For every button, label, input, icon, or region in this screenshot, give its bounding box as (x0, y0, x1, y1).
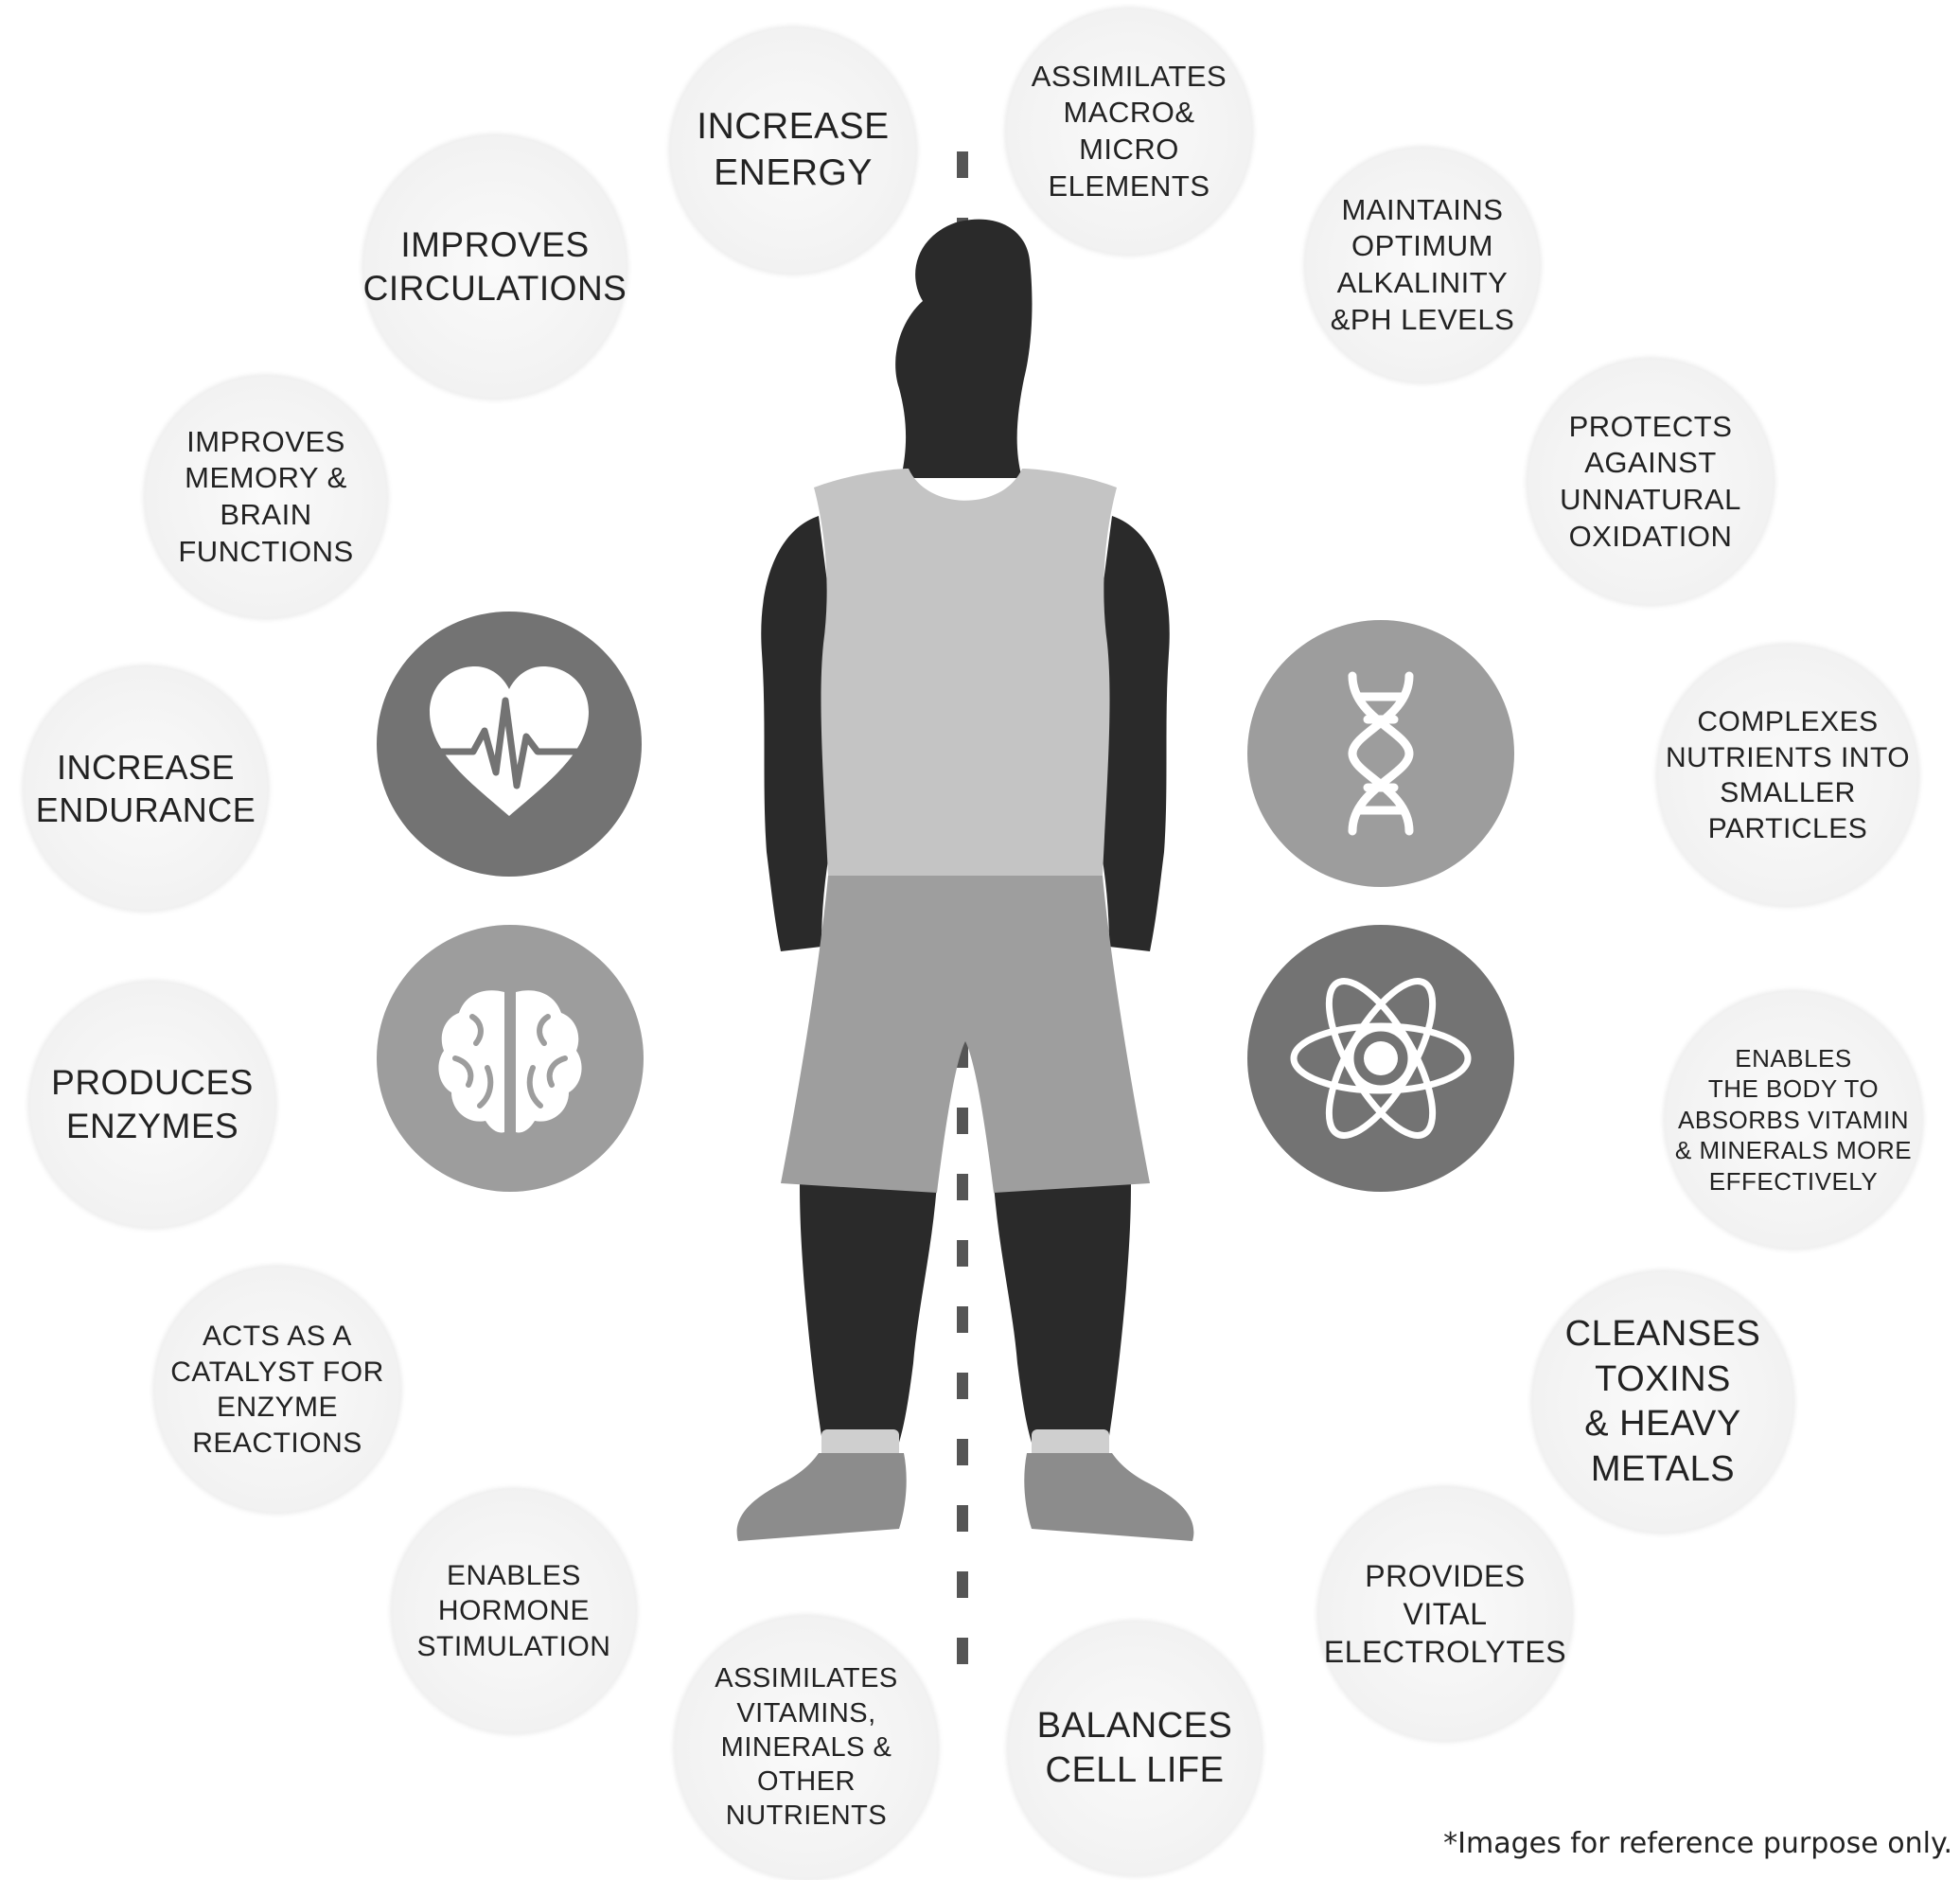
benefit-cleanses-toxins: CLEANSES TOXINS & HEAVY METALS (1531, 1270, 1794, 1534)
benefit-protects-oxidation: PROTECTS AGAINST UNNATURAL OXIDATION (1527, 358, 1775, 606)
figure-left-arm (761, 516, 838, 951)
benefit-provides-vital-electrolytes: PROVIDES VITAL ELECTROLYTES (1317, 1486, 1573, 1742)
benefit-improves-circulations: IMPROVES CIRCULATIONS (362, 134, 627, 399)
benefit-improves-memory-brain: IMPROVES MEMORY & BRAIN FUNCTIONS (144, 375, 388, 619)
benefit-enables-hormone-stimulation: ENABLES HORMONE STIMULATION (391, 1488, 637, 1734)
atom-icon (1247, 925, 1514, 1192)
heart-pulse-icon (377, 612, 642, 877)
benefit-enables-absorption: ENABLES THE BODY TO ABSORBS VITAMIN & MI… (1664, 990, 1923, 1250)
benefit-increase-endurance: INCREASE ENDURANCE (23, 665, 269, 912)
benefit-maintains-alkalinity: MAINTAINS OPTIMUM ALKALINITY &PH LEVELS (1304, 147, 1541, 383)
dna-icon (1247, 620, 1514, 887)
benefit-produces-enzymes: PRODUCES ENZYMES (28, 981, 276, 1229)
benefit-increase-energy: INCREASE ENERGY (669, 27, 917, 275)
figure-shorts (781, 876, 1150, 1193)
benefit-assimilates-macro-micro: ASSIMILATES MACRO& MICRO ELEMENTS (1005, 8, 1253, 256)
benefit-catalyst-enzyme-reactions: ACTS AS A CATALYST FOR ENZYME REACTIONS (153, 1266, 401, 1514)
benefit-complexes-nutrients: COMPLEXES NUTRIENTS INTO SMALLER PARTICL… (1656, 644, 1919, 907)
figure-left-leg (800, 1183, 937, 1448)
reference-footnote: *Images for reference purpose only. (1443, 1827, 1952, 1860)
figure-left-sock (821, 1429, 899, 1458)
figure-head (895, 219, 1033, 479)
figure-right-arm (1093, 516, 1170, 951)
benefit-balances-cell-life: BALANCES CELL LIFE (1007, 1621, 1263, 1876)
figure-right-leg (994, 1183, 1131, 1448)
figure-shirt (814, 469, 1117, 876)
figure-right-sock (1032, 1429, 1109, 1458)
figure-right-shoe (1024, 1453, 1194, 1541)
benefit-assimilates-vitamins-minerals: ASSIMILATES VITAMINS, MINERALS & OTHER N… (674, 1615, 939, 1880)
brain-icon (377, 925, 644, 1192)
figure-left-shoe (736, 1453, 907, 1541)
